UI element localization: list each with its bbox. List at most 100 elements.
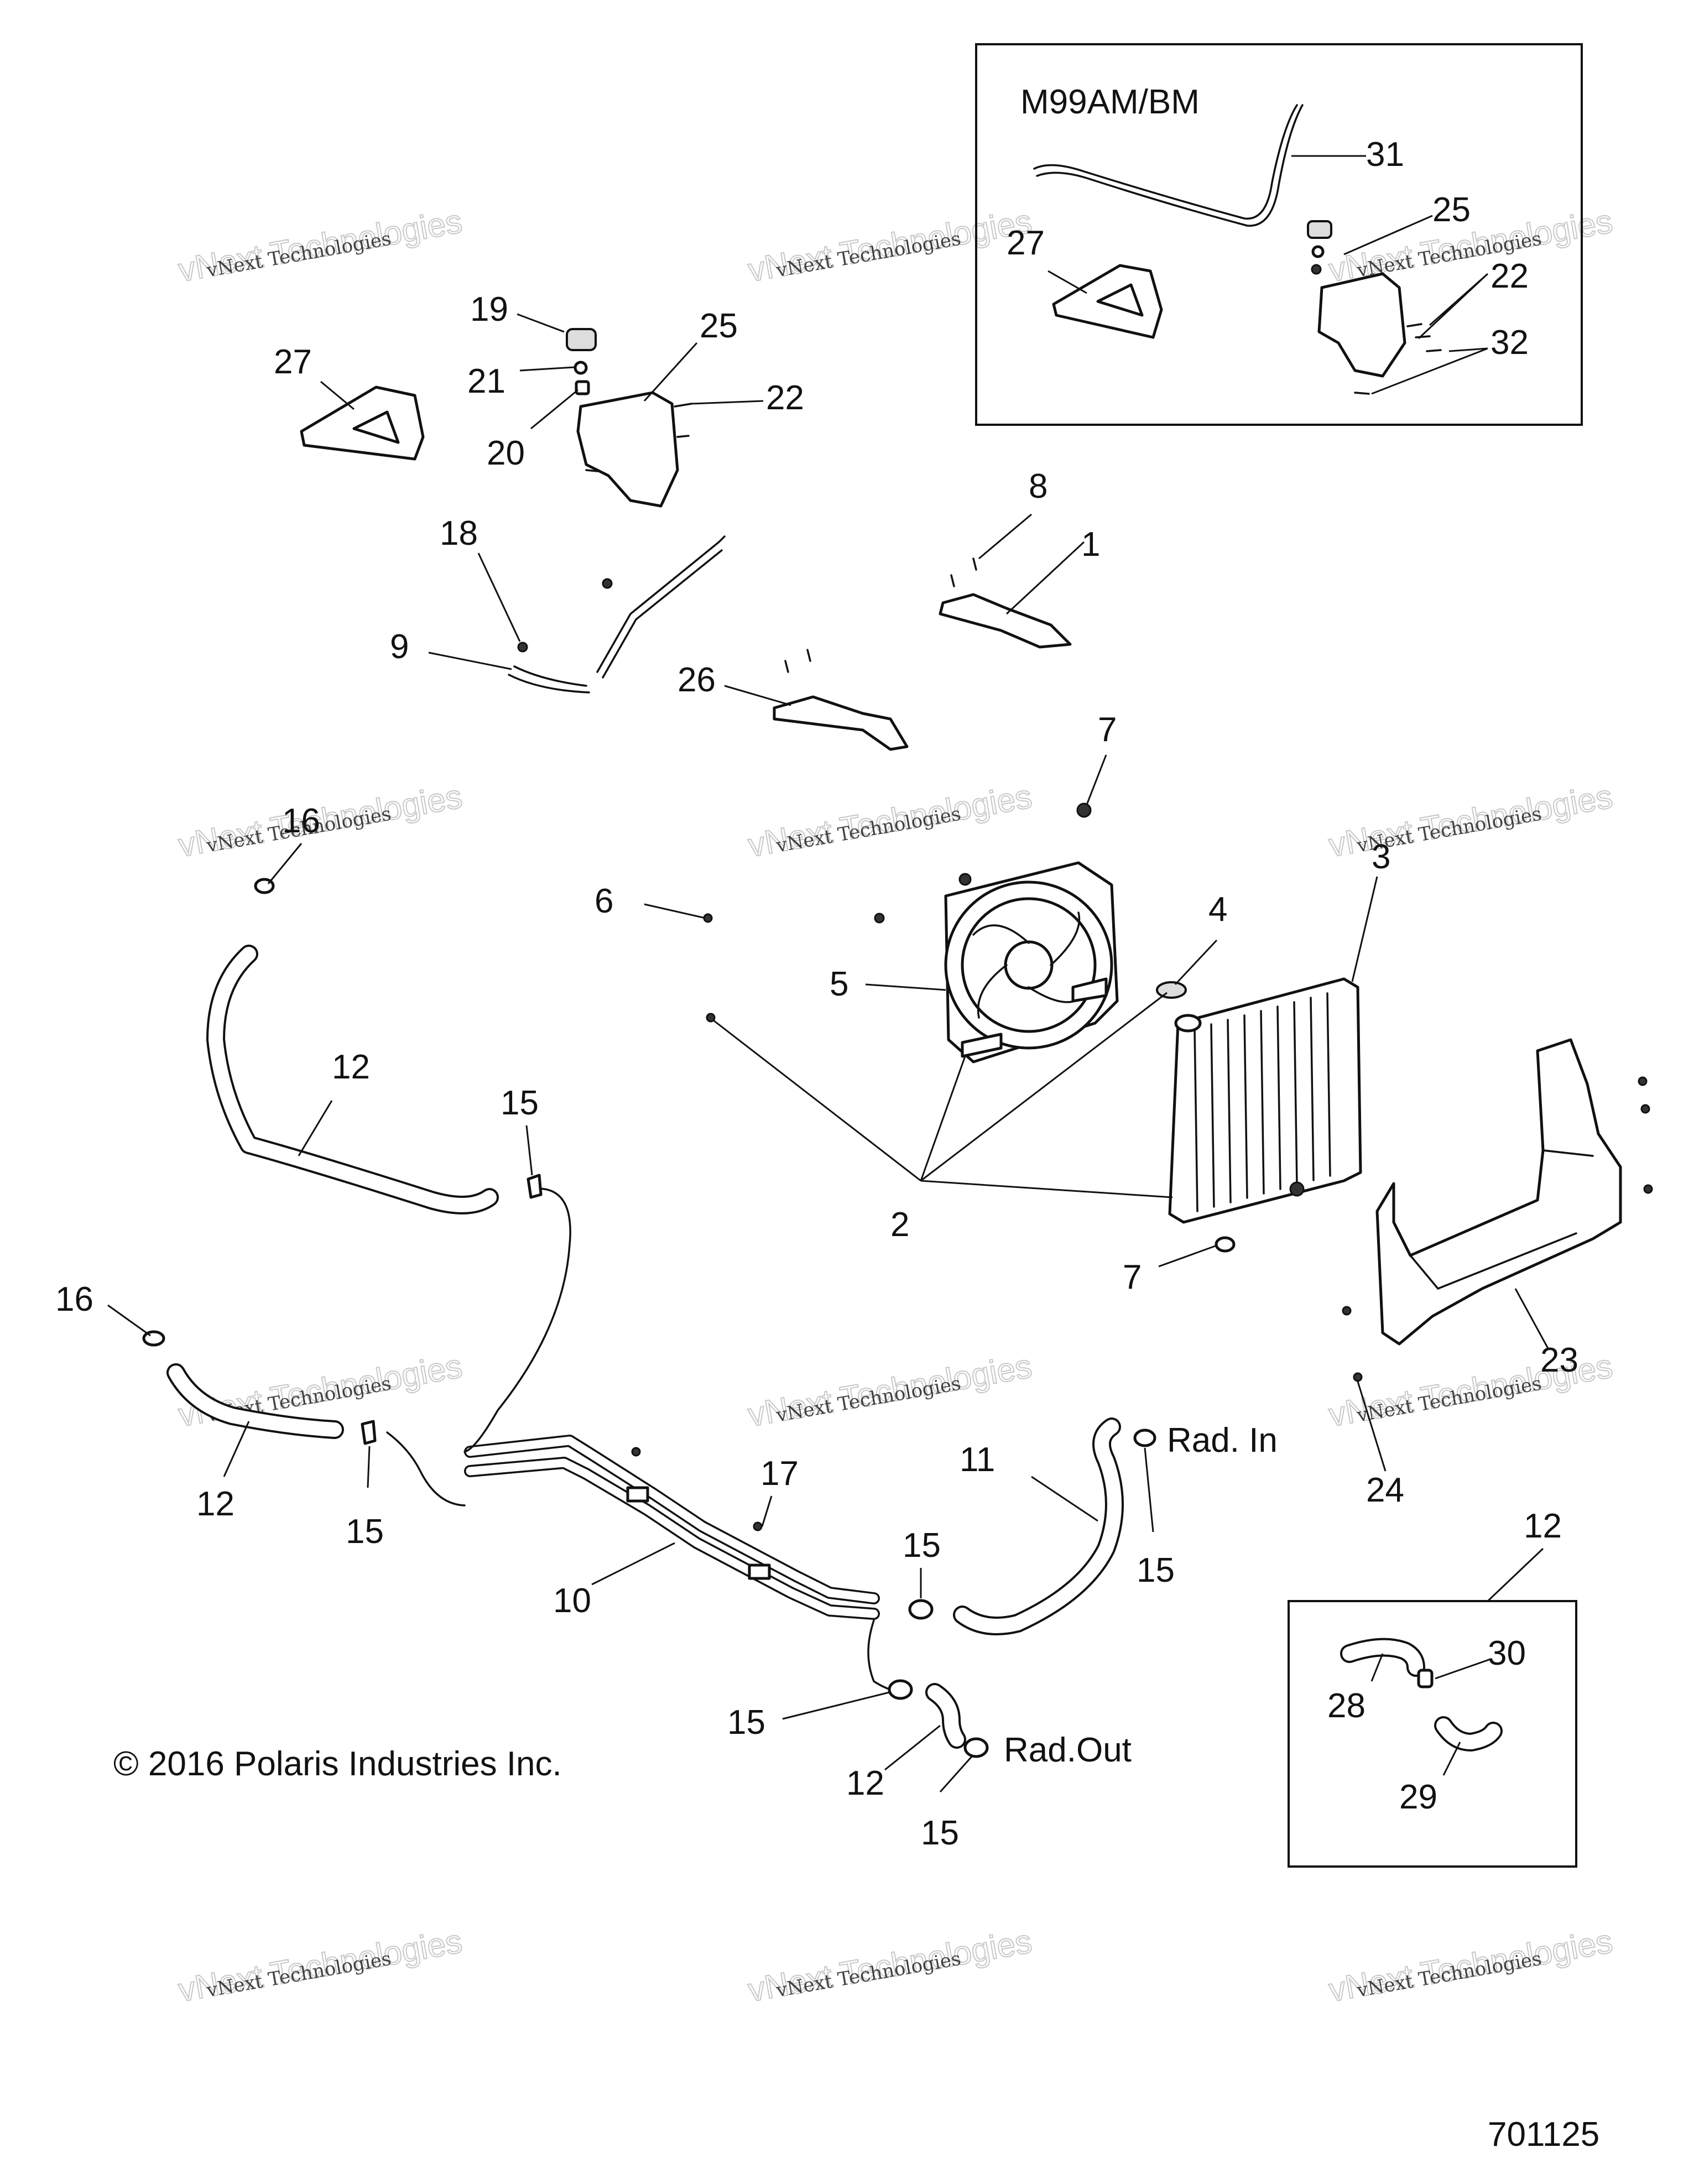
- leader-21: [519, 366, 575, 372]
- callout-32: 32: [1490, 324, 1529, 362]
- small-hose-top: [463, 1187, 571, 1453]
- screw-24a: [1638, 1076, 1648, 1086]
- screws-inset: [1354, 323, 1442, 395]
- callout-28: 28: [1327, 1687, 1366, 1725]
- hose-9-b: [508, 549, 723, 694]
- hose-28-inner: [1342, 1640, 1423, 1675]
- leader-12-kit: [1487, 1547, 1544, 1602]
- screw-24e: [1353, 1372, 1363, 1382]
- leader-10: [591, 1542, 675, 1586]
- grommet-7-top: [1076, 802, 1092, 818]
- clamp-15-b: [888, 1679, 913, 1700]
- callout-22-inset: 22: [1490, 257, 1529, 295]
- callout-30: 30: [1488, 1634, 1526, 1672]
- leader-22-inset: [1417, 273, 1489, 340]
- callout-24: 24: [1366, 1471, 1404, 1509]
- leader-23: [1514, 1288, 1550, 1350]
- callout-15-f: 15: [346, 1513, 384, 1551]
- overflow-hose-31-edge: [1036, 104, 1304, 227]
- callout-9: 9: [390, 628, 409, 666]
- callout-5: 5: [830, 965, 848, 1003]
- leader-30: [1435, 1658, 1491, 1680]
- radiator-cap-4: [1156, 981, 1187, 999]
- callout-8: 8: [1029, 467, 1047, 505]
- screw-2: [706, 1013, 716, 1023]
- watermark: vNext Technologies vNext Technologies: [175, 202, 466, 289]
- leader-32: [1371, 347, 1488, 395]
- callout-27-inset: 27: [1007, 224, 1045, 262]
- hose-9-a: [513, 535, 726, 687]
- leader-2: [713, 992, 1173, 1198]
- callout-25: 25: [700, 307, 738, 345]
- watermark: vNext Technologies vNext Technologies: [1326, 1922, 1616, 2009]
- grommet-7b: [1289, 1181, 1305, 1197]
- leader-9: [428, 651, 512, 670]
- callout-26: 26: [677, 661, 716, 699]
- callout-10: 10: [553, 1582, 591, 1620]
- leader-6: [644, 903, 706, 919]
- leader-25-inset: [1343, 215, 1433, 256]
- fitting-inset: [1311, 264, 1322, 275]
- callout-16-top: 16: [282, 802, 320, 840]
- diagram-number: 701125: [1488, 2115, 1599, 2154]
- hose-11-inner: [955, 1420, 1122, 1633]
- leader-15-e: [525, 1125, 533, 1176]
- callout-25-inset: 25: [1432, 191, 1471, 229]
- screw-24b: [1640, 1104, 1650, 1114]
- callout-7: 7: [1123, 1258, 1142, 1296]
- connector-30: [1417, 1669, 1434, 1688]
- watermark: vNext Technologies vNext Technologies: [745, 1922, 1035, 2009]
- rad-in-label: Rad. In: [1167, 1421, 1278, 1460]
- reservoir-25: [576, 391, 679, 508]
- cap-inset: [1307, 220, 1332, 239]
- callout-13: 12: [196, 1485, 234, 1523]
- screw-17b: [753, 1521, 763, 1531]
- radiator-neck: [1174, 1014, 1202, 1033]
- clamp-15-f: [361, 1420, 377, 1445]
- leader-7: [1158, 1244, 1217, 1268]
- leader-28: [1370, 1653, 1384, 1682]
- bolts-8: [950, 557, 977, 587]
- screw-24c: [1643, 1184, 1653, 1194]
- leader-7-top: [1086, 754, 1107, 805]
- tube-clip-a: [626, 1486, 649, 1503]
- clamp-15-a: [908, 1599, 934, 1620]
- leader-19: [517, 313, 565, 333]
- clamp-15-e: [527, 1174, 543, 1199]
- callout-29: 29: [1399, 1778, 1437, 1816]
- screw-6: [703, 913, 713, 923]
- callout-31: 31: [1366, 135, 1404, 174]
- leader-20: [530, 389, 579, 430]
- grommet-7: [1215, 1236, 1236, 1253]
- inset-m99ambm: M99AM/BM 31 27 25 22 32: [975, 43, 1583, 426]
- shroud-group: 23 24: [1342, 1038, 1653, 1509]
- tube-clip-b: [748, 1563, 771, 1580]
- screw-17a: [631, 1447, 641, 1457]
- bracket-27-inset-hole: [1096, 283, 1144, 317]
- nut-fan-2: [874, 913, 885, 924]
- watermark: vNext Technologies vNext Technologies: [175, 1922, 466, 2009]
- callout-27: 27: [274, 343, 312, 381]
- leader-8: [978, 513, 1032, 560]
- callout-15-c: 15: [921, 1814, 959, 1852]
- hose-13-inner: [169, 1365, 342, 1437]
- callout-19: 19: [470, 290, 508, 329]
- cap-19: [566, 328, 597, 351]
- leader-1: [1005, 541, 1085, 615]
- fitting-20: [575, 380, 590, 395]
- seal-inset: [1311, 245, 1325, 258]
- copyright-text: © 2016 Polaris Industries Inc.: [113, 1745, 562, 1783]
- callout-21: 21: [467, 362, 505, 400]
- callout-12-kit: 12: [1524, 1507, 1562, 1545]
- callout-14: 12: [332, 1048, 370, 1086]
- leader-25: [643, 342, 698, 402]
- leader-29: [1442, 1742, 1461, 1776]
- watermark: vNext Technologies vNext Technologies: [745, 777, 1035, 864]
- inset-hose-kit: 12 28 29 30: [1288, 1507, 1577, 1868]
- radiator-3: [1168, 977, 1362, 1224]
- clamp-15-c: [963, 1737, 989, 1758]
- leader-26: [724, 685, 791, 706]
- inset-kit-frame: [1288, 1600, 1577, 1868]
- leader-27-inset: [1047, 270, 1087, 294]
